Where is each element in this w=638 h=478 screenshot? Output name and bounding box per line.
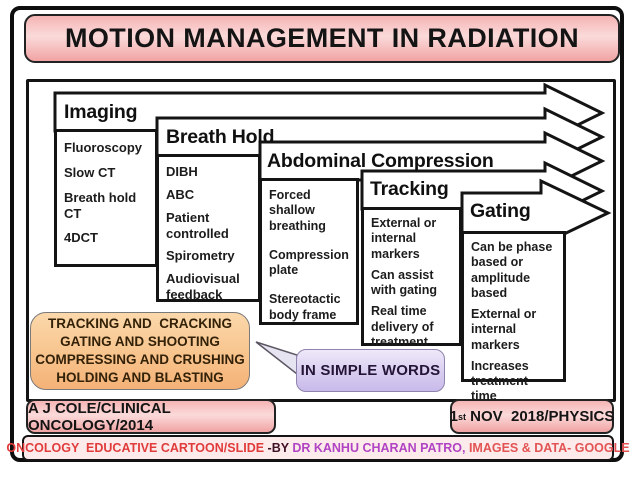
banner-label-tracking: Tracking — [370, 178, 449, 200]
list-item: Forced shallow breathing — [269, 188, 326, 233]
credit-by: -BY — [267, 441, 293, 455]
list-item: Spirometry — [166, 248, 235, 264]
callout-line: TRACKING AND CRACKING — [48, 316, 232, 332]
humor-callout: TRACKING AND CRACKING GATING AND SHOOTIN… — [30, 312, 250, 390]
banner-label-gating: Gating — [470, 200, 531, 222]
credit-series: ONCOLOGY EDUCATIVE CARTOON/SLIDE — [6, 441, 268, 455]
list-item: Can be phase based or amplitude based — [471, 240, 553, 300]
list-item: Can assist with gating — [371, 267, 437, 297]
list-item: External or internal markers — [371, 216, 437, 261]
date-ordinal: st — [457, 411, 466, 422]
list-item: Patient controlled — [166, 209, 229, 241]
credit-author: DR KANHU CHARAN PATRO, — [292, 441, 469, 455]
callout-line: GATING AND SHOOTING — [60, 334, 220, 350]
list-item: Slow CT — [64, 164, 116, 180]
list-imaging: Fluoroscopy Slow CT Breath hold CT 4DCT — [54, 129, 158, 267]
callout-line: HOLDING AND BLASTING — [56, 369, 224, 385]
list-gating: Can be phase based or amplitude based Ex… — [461, 231, 566, 403]
list-item: ABC — [166, 186, 195, 202]
date-number: 1 — [449, 408, 458, 425]
credit-source: IMAGES & DATA- GOOGLE — [468, 441, 630, 455]
reference-badge: A J COLE/CLINICAL ONCOLOGY/2014 — [26, 399, 276, 434]
slide-title: MOTION MANAGEMENT IN RADIATION — [24, 14, 620, 63]
banner-label-imaging: Imaging — [64, 101, 138, 123]
list-item: DIBH — [166, 164, 198, 179]
list-breath-hold: DIBH ABC Patient controlled Spirometry A… — [156, 154, 261, 302]
list-item: 4DCT — [64, 230, 98, 246]
list-item: Increases treatment time — [471, 358, 529, 404]
credit-strip: ONCOLOGY EDUCATIVE CARTOON/SLIDE -BY DR … — [6, 435, 630, 461]
list-tracking: External or internal markers Can assist … — [361, 207, 462, 349]
list-abdominal-compression: Forced shallow breathing Compression pla… — [259, 178, 359, 325]
list-item: Breath hold CT — [64, 189, 137, 221]
date-rest: NOV 2018/PHYSICS — [465, 408, 615, 425]
banner-label-abdominal-compression: Abdominal Compression — [267, 150, 494, 172]
list-item: Fluoroscopy — [64, 140, 143, 155]
list-item: Audiovisual feedback — [166, 271, 240, 303]
list-item: External or internal markers — [471, 307, 537, 352]
simple-words-callout: IN SIMPLE WORDS — [296, 349, 445, 392]
list-item: Real time delivery of treatment — [371, 304, 434, 349]
callout-line: COMPRESSING AND CRUSHING — [35, 352, 245, 367]
list-item: Stereotactic body frame — [269, 292, 341, 322]
list-item: Compression plate — [269, 247, 349, 277]
banner-label-breath-hold: Breath Hold — [166, 126, 275, 148]
